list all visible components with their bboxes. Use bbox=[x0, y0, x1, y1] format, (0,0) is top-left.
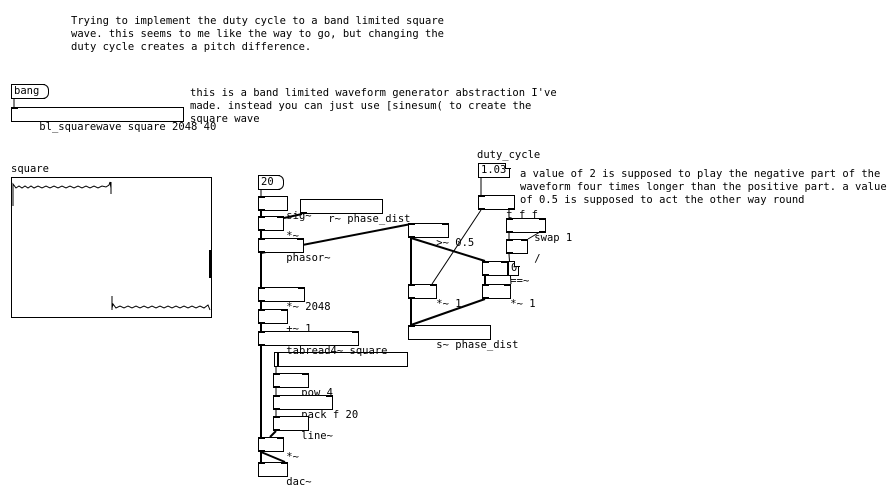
pack-object[interactable]: pack f 20 bbox=[273, 395, 358, 421]
swap-label: swap 1 bbox=[534, 232, 573, 244]
receive-phase-dist-label: r~ phase_dist bbox=[328, 213, 411, 225]
multiply-2048-label: *~ 2048 bbox=[286, 301, 331, 313]
bl-squarewave-label: bl_squarewave square 2048 40 bbox=[39, 121, 217, 133]
multiply-b-label: *~ 1 bbox=[510, 298, 536, 310]
cord bbox=[527, 231, 541, 240]
array-waveform bbox=[12, 181, 211, 311]
pack-label: pack f 20 bbox=[301, 409, 359, 421]
send-phase-dist-label: s~ phase_dist bbox=[436, 339, 519, 351]
line-object[interactable]: line~ bbox=[273, 416, 333, 442]
bang-message[interactable]: bang bbox=[11, 84, 50, 99]
cord bbox=[269, 430, 277, 438]
trigger-label: t f f bbox=[506, 209, 538, 221]
bl-squarewave-object[interactable]: bl_squarewave square 2048 40 bbox=[11, 107, 216, 133]
multiply-a-object[interactable]: *~ 1 bbox=[408, 284, 462, 310]
greater-than-label: >~ 0.5 bbox=[436, 237, 475, 249]
divide-object[interactable]: / bbox=[506, 239, 541, 265]
multiply-b-object[interactable]: *~ 1 bbox=[482, 284, 536, 310]
add-1-object[interactable]: +~ 1 bbox=[258, 309, 312, 335]
cord bbox=[410, 298, 486, 326]
equals-number-box[interactable]: 0 bbox=[508, 261, 519, 276]
phasor-object[interactable]: phasor~ bbox=[258, 238, 331, 264]
array-graph-square[interactable] bbox=[11, 177, 212, 318]
swap-object[interactable]: swap 1 bbox=[506, 218, 572, 244]
line-label: line~ bbox=[301, 430, 333, 442]
receive-phase-dist-object[interactable]: r~ phase_dist bbox=[300, 199, 410, 225]
dac-label: dac~ bbox=[286, 476, 312, 488]
cord bbox=[260, 451, 286, 463]
duty-cycle-number-box[interactable]: 1.03 bbox=[478, 163, 510, 178]
pow-object[interactable]: pow 4 bbox=[273, 373, 333, 399]
equals-object[interactable]: ==~ bbox=[482, 261, 529, 287]
duty-cycle-explanation: a value of 2 is supposed to play the neg… bbox=[520, 168, 887, 206]
array-label: square bbox=[11, 163, 49, 175]
tabread4-label: tabread4~ square bbox=[286, 345, 388, 357]
cord bbox=[410, 237, 486, 262]
frequency-message[interactable]: 20 bbox=[258, 175, 284, 190]
multiply-a-label: *~ 1 bbox=[436, 298, 462, 310]
phasor-label: phasor~ bbox=[286, 252, 331, 264]
equals-label: ==~ bbox=[510, 275, 530, 287]
trigger-object[interactable]: t f f bbox=[478, 195, 538, 221]
sig-object[interactable]: sig~ bbox=[258, 196, 312, 222]
output-multiply-label: *~ bbox=[286, 451, 299, 463]
greater-than-object[interactable]: >~ 0.5 bbox=[408, 223, 474, 249]
cord bbox=[283, 213, 303, 219]
divide-label: / bbox=[534, 253, 541, 265]
cord bbox=[431, 209, 482, 285]
output-multiply-object[interactable]: *~ bbox=[258, 437, 299, 463]
multiply-2048-object[interactable]: *~ 2048 bbox=[258, 287, 331, 313]
volume-slider[interactable] bbox=[274, 352, 408, 367]
tabread4-object[interactable]: tabread4~ square bbox=[258, 331, 387, 357]
equals-number-value: 0 bbox=[511, 262, 518, 274]
abstraction-comment: this is a band limited waveform generato… bbox=[190, 87, 557, 125]
send-phase-dist-object[interactable]: s~ phase_dist bbox=[408, 325, 518, 351]
dac-object[interactable]: dac~ bbox=[258, 462, 312, 488]
intro-comment: Trying to implement the duty cycle to a … bbox=[71, 15, 444, 53]
duty-cycle-label: duty_cycle bbox=[477, 149, 541, 161]
volume-slider-knob[interactable] bbox=[277, 353, 279, 366]
multiply-object[interactable]: *~ bbox=[258, 216, 299, 242]
duty-cycle-value: 1.03 bbox=[481, 164, 507, 176]
